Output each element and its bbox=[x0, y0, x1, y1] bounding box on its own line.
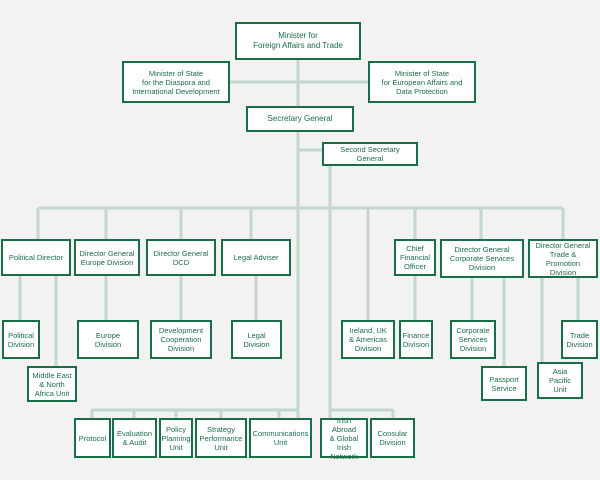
org-node-finance-division[interactable]: Finance Division bbox=[399, 320, 433, 359]
org-node-passport[interactable]: Passport Service bbox=[481, 366, 527, 401]
org-node-dg-trade[interactable]: Director General Trade & Promotion Divis… bbox=[528, 239, 598, 278]
org-node-asia-pacific[interactable]: Asia Pacific Unit bbox=[537, 362, 583, 399]
org-node-ireland-uk[interactable]: Ireland, UK & Americas Division bbox=[341, 320, 395, 359]
org-node-strategy[interactable]: Strategy Performance Unit bbox=[195, 418, 247, 458]
org-node-evaluation[interactable]: Evaluation & Audit bbox=[112, 418, 157, 458]
org-node-trade-division[interactable]: Trade Division bbox=[561, 320, 598, 359]
org-node-irish-abroad[interactable]: Irish Abroad & Global Irish Network bbox=[320, 416, 368, 461]
org-node-dg-dcd[interactable]: Director General DCD bbox=[146, 239, 216, 276]
org-node-policy-planning[interactable]: Policy Planning Unit bbox=[159, 418, 193, 458]
org-node-mos-europe[interactable]: Minister of State for European Affairs a… bbox=[368, 61, 476, 103]
org-node-political-director[interactable]: Political Director bbox=[1, 239, 71, 276]
org-node-dg-corporate[interactable]: Director General Corporate Services Divi… bbox=[440, 239, 524, 278]
org-node-mena[interactable]: Middle East & North Africa Unit bbox=[27, 366, 77, 402]
org-node-dg-europe[interactable]: Director General Europe Division bbox=[74, 239, 140, 276]
org-node-dev-coop[interactable]: Development Cooperation Division bbox=[150, 320, 212, 359]
org-node-consular[interactable]: Consular Division bbox=[370, 418, 415, 458]
org-node-corporate-services[interactable]: Corporate Services Division bbox=[450, 320, 496, 359]
org-node-protocol[interactable]: Protocol bbox=[74, 418, 111, 458]
org-node-political-division[interactable]: Political Division bbox=[2, 320, 40, 359]
org-node-communications[interactable]: Communications Unit bbox=[249, 418, 312, 458]
org-node-minister[interactable]: Minister for Foreign Affairs and Trade bbox=[235, 22, 361, 60]
org-node-cfo[interactable]: Chief Financial Officer bbox=[394, 239, 436, 276]
org-node-legal-adviser[interactable]: Legal Adviser bbox=[221, 239, 291, 276]
org-node-secretary-general[interactable]: Secretary General bbox=[246, 106, 354, 132]
org-node-mos-diaspora[interactable]: Minister of State for the Diaspora and I… bbox=[122, 61, 230, 103]
org-node-legal-division[interactable]: Legal Division bbox=[231, 320, 282, 359]
org-node-second-secretary-general[interactable]: Second Secretary General bbox=[322, 142, 418, 166]
org-node-europe-division[interactable]: Europe Division bbox=[77, 320, 139, 359]
